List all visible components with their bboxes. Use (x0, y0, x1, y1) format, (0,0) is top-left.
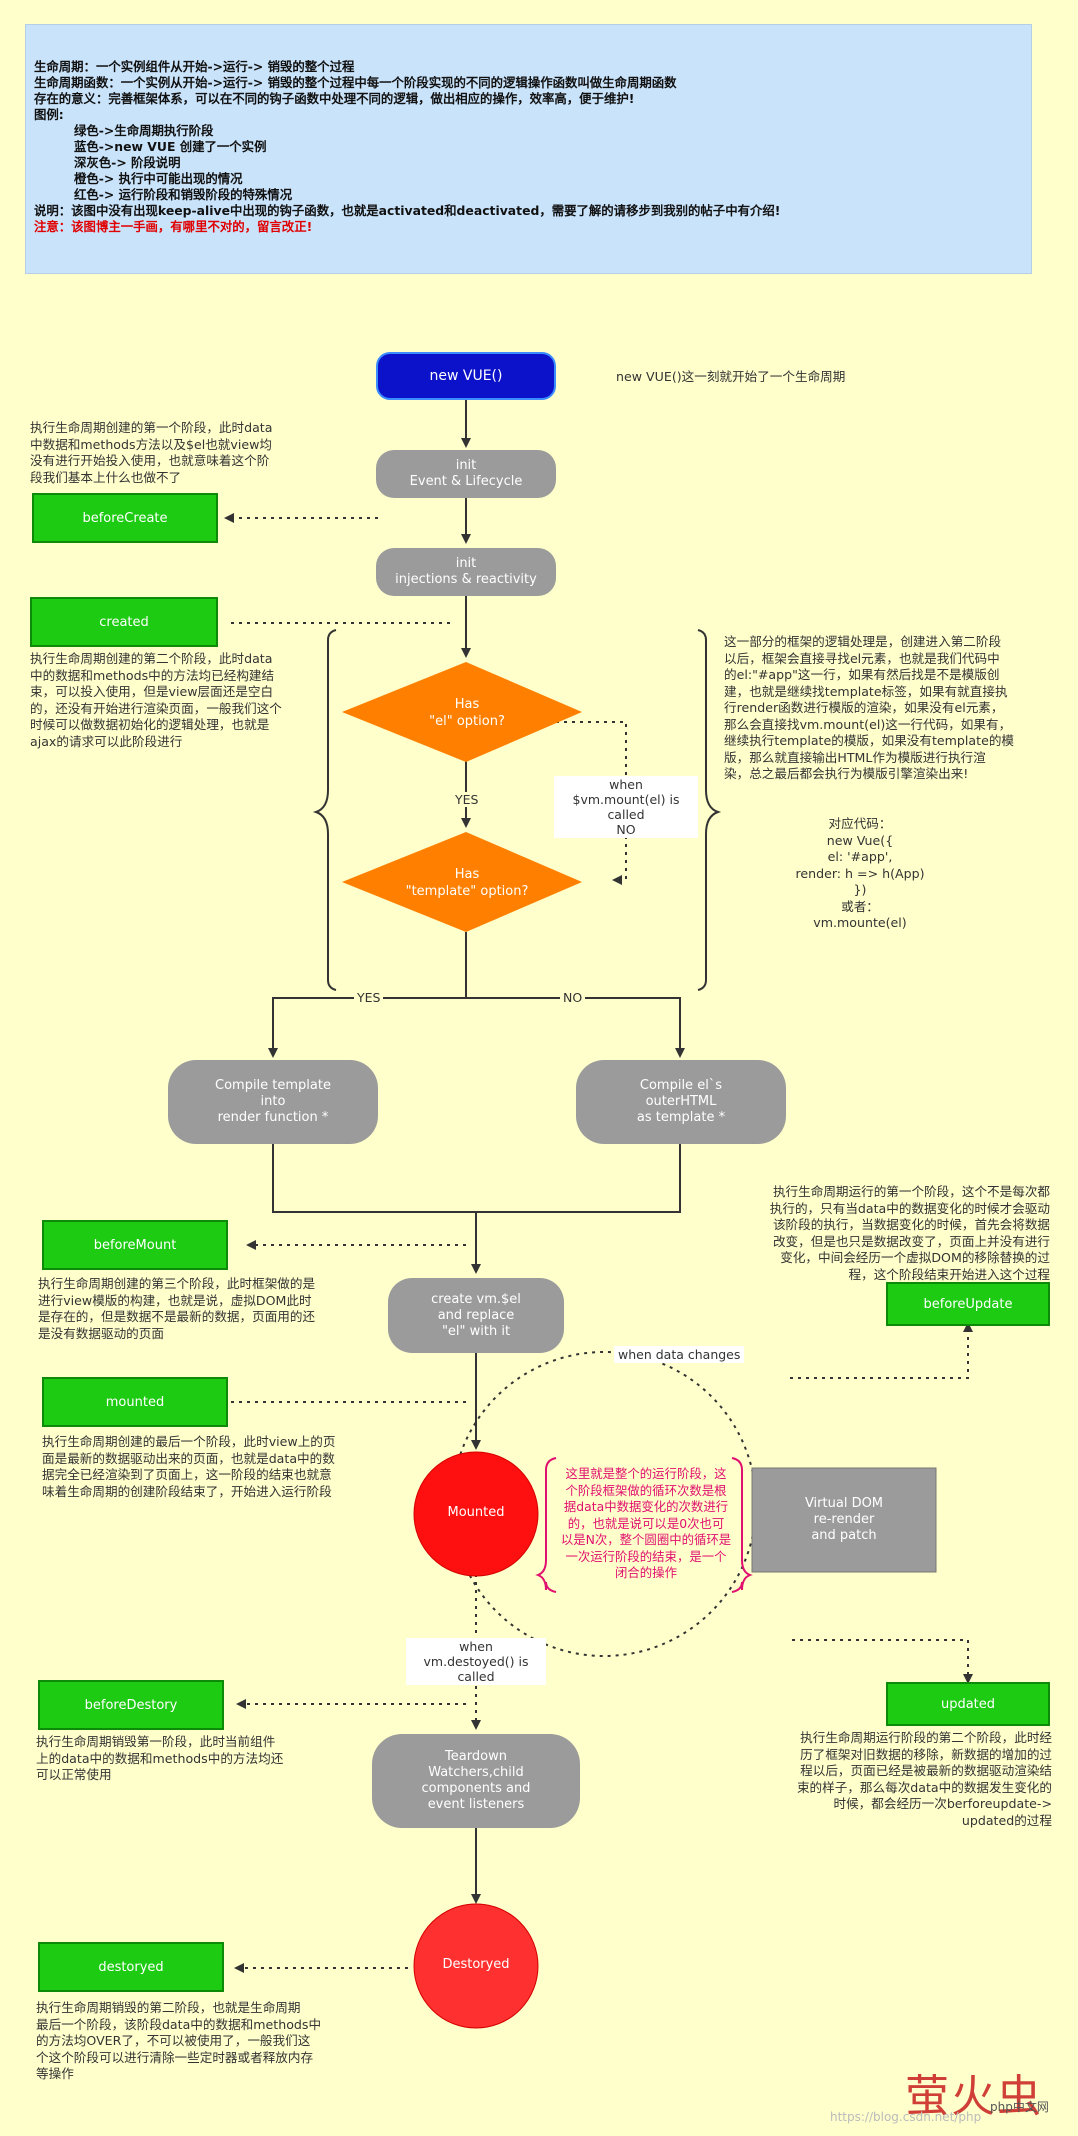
legend-blue: 蓝色->new VUE 创建了一个实例 (74, 139, 267, 154)
destroyed-circle (413, 1903, 539, 2029)
header-note: 说明：该图中没有出现keep-alive中出现的钩子函数，也就是activate… (34, 203, 781, 218)
hook-before-update: beforeUpdate (886, 1282, 1050, 1326)
updated-note: 执行生命周期运行阶段的第二个阶段，此时经历了框架对旧数据的移除，新数据的增加的过… (796, 1730, 1052, 1828)
before-mount-note: 执行生命周期创建的第三个阶段，此时框架做的是进行view模版的构建，也就是说，虚… (38, 1276, 316, 1341)
hook-before-mount: beforeMount (42, 1220, 228, 1270)
header-line-2: 生命周期函数：一个实例从开始->运行-> 销毁的整个过程中每一个阶段实现的不同的… (34, 75, 677, 90)
before-update-note: 执行生命周期运行的第一个阶段，这个不是每次都执行的，只有当data中的数据变化的… (769, 1184, 1050, 1282)
cycle-right-bracket (731, 1457, 753, 1593)
watermark-sub: php中文网 (990, 2100, 1049, 2114)
header-line-4: 图例: (34, 107, 64, 122)
legend-panel: 生命周期：一个实例组件从开始->运行-> 销毁的整个过程 生命周期函数：一个实例… (25, 24, 1032, 274)
before-destroy-note: 执行生命周期销毁第一阶段，此时当前组件上的data中的数据和methods中的方… (36, 1734, 284, 1782)
hook-mounted: mounted (42, 1377, 228, 1427)
code-note: 对应代码：new Vue({el: '#app',render: h => h(… (795, 816, 925, 930)
legend-green: 绿色->生命周期执行阶段 (74, 123, 214, 138)
hook-destroyed: destoryed (38, 1942, 224, 1992)
legend-red: 红色-> 运行阶段和销毁阶段的特殊情况 (74, 187, 293, 202)
hook-connectors (224, 513, 973, 1973)
header-line-3: 存在的意义：完善框架体系，可以在不同的钩子函数中处理不同的逻辑，做出相应的操作，… (34, 91, 635, 106)
watermark-url: https://blog.csdn.net/php (830, 2110, 982, 2124)
has-el-label: Has"el" option? (429, 697, 505, 729)
edge-no-template: NO (560, 990, 586, 1005)
hook-created: created (30, 597, 218, 647)
destroyed-state-label: Destoryed (442, 1957, 510, 1972)
edge-yes-template: YES (354, 990, 384, 1005)
destroyed-note: 执行生命周期销毁的第二阶段，也就是生命周期最后一个阶段，该阶段data中的数据和… (36, 2000, 322, 2081)
left-brace (312, 629, 337, 991)
virtual-dom-box (751, 1467, 937, 1573)
mounted-note: 执行生命周期创建的最后一个阶段，此时view上的页面是最新的数据驱动出来的页面，… (42, 1434, 336, 1499)
right-brace (697, 629, 722, 991)
header-line-1: 生命周期：一个实例组件从开始->运行-> 销毁的整个过程 (34, 59, 355, 74)
cycle-left-bracket (535, 1457, 557, 1593)
new-vue-node: new VUE() (376, 352, 556, 400)
hook-before-destroy: beforeDestory (38, 1680, 224, 1730)
mounted-state-label: Mounted (447, 1505, 505, 1520)
hook-before-create: beforeCreate (32, 493, 218, 543)
has-el-diamond (342, 662, 582, 762)
compile-note: 这一部分的框架的逻辑处理是，创建进入第二阶段以后，框架会直接寻找el元素，也就是… (724, 634, 1015, 781)
has-template-diamond (342, 832, 582, 932)
edge-yes-el: YES (452, 792, 482, 807)
legend-gray: 深灰色-> 阶段说明 (74, 155, 181, 170)
new-vue-note: new VUE()这一刻就开始了一个生命周期 (616, 369, 846, 384)
hook-updated: updated (886, 1682, 1050, 1726)
cycle-note: 这里就是整个的运行阶段，这个阶段框架做的循环次数是根据data中数据变化的次数进… (560, 1466, 732, 1580)
watermark-logo: 萤火虫 (905, 2071, 1043, 2122)
legend-orange: 橙色-> 执行中可能出现的情况 (74, 171, 243, 186)
mounted-circle (413, 1451, 539, 1577)
header-warning: 注意：该图博主一手画，有哪里不对的，留言改正! (34, 219, 313, 234)
has-template-label: Has"template" option? (405, 867, 529, 899)
edge-when-data-changes: when data changes (614, 1346, 745, 1363)
